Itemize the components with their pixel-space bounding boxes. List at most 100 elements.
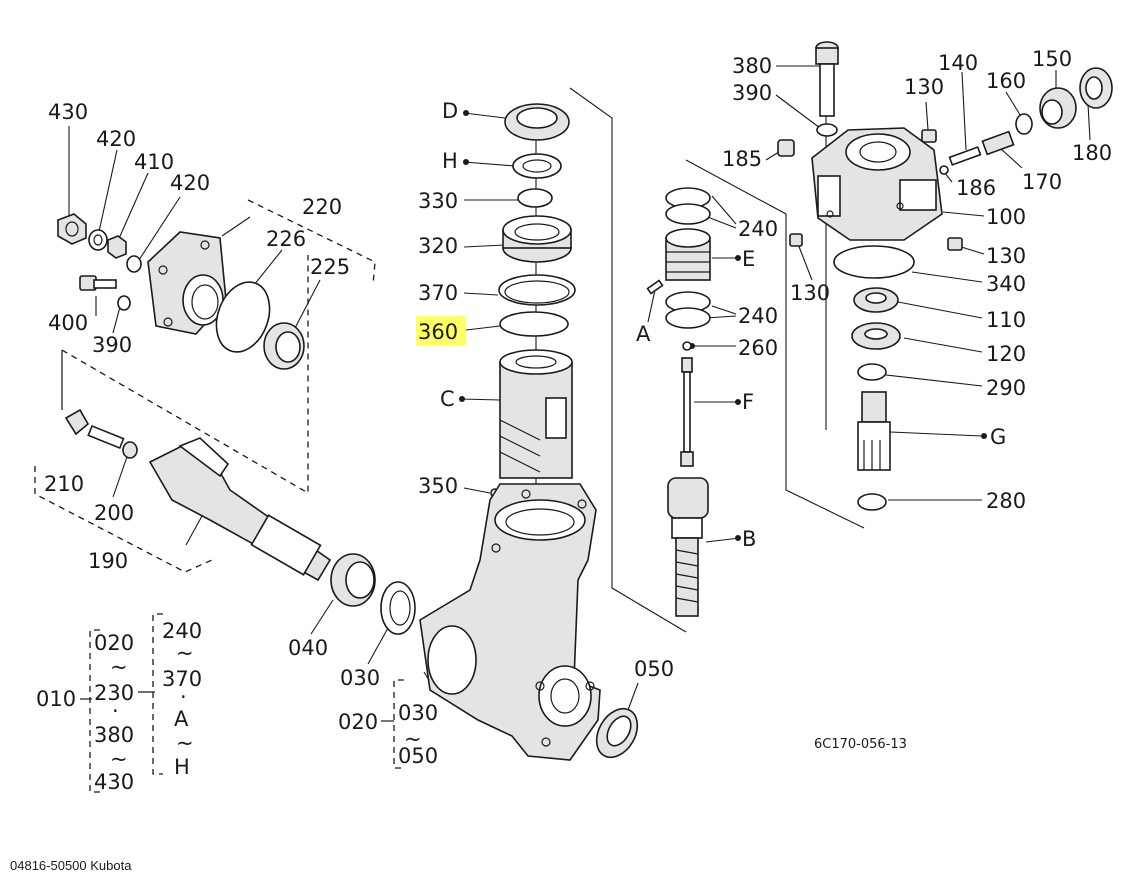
label-f: F (742, 390, 754, 414)
right-dots (981, 433, 987, 439)
bolt-200 (87, 424, 138, 459)
label-120: 120 (986, 342, 1026, 366)
label-050: 050 (398, 744, 438, 768)
label-330: 330 (418, 189, 458, 213)
piston-c (499, 349, 573, 479)
label-240: 240 (738, 304, 778, 328)
seal-050 (595, 707, 639, 759)
legend-g1-5: ~ (110, 747, 128, 771)
label-290: 290 (986, 376, 1026, 400)
washer-420a (88, 229, 108, 251)
label-a: A (636, 322, 651, 346)
sleeve-e (665, 228, 711, 281)
label-110: 110 (986, 308, 1026, 332)
label-220: 220 (302, 195, 342, 219)
legend-g1-4: 380 (94, 723, 134, 747)
label-d: D (442, 99, 458, 123)
legend-g2-4: A (174, 707, 189, 731)
o-ring-340 (833, 245, 915, 279)
plug-210 (64, 408, 90, 436)
label-040: 040 (288, 636, 328, 660)
label-360: 360 (418, 320, 458, 344)
valve-group-box (685, 159, 865, 529)
label-390: 390 (732, 81, 772, 105)
legend-g2-3: · (180, 685, 187, 709)
label-210: 210 (44, 472, 84, 496)
legend-g2-1: ~ (176, 641, 194, 665)
rings-240-bottom (665, 291, 711, 329)
o-ring-226 (215, 281, 271, 353)
drawing-code: 6C170-056-13 (814, 737, 907, 752)
label-390: 390 (92, 333, 132, 357)
cover-220 (147, 231, 227, 335)
svg-text:~: ~ (404, 727, 422, 751)
legend-g2-5: ~ (176, 731, 194, 755)
label-430: 430 (48, 100, 88, 124)
o-ring-160 (1015, 113, 1033, 135)
label-g: G (990, 425, 1006, 449)
label-130: 130 (904, 75, 944, 99)
plugs-130 (789, 233, 963, 251)
label-260: 260 (738, 336, 778, 360)
shaft-190 (148, 437, 332, 582)
legend-g1-2: 230 (94, 681, 134, 705)
washer-h (512, 153, 562, 179)
snap-ring-280 (857, 493, 887, 511)
o-ring-186 (939, 165, 949, 175)
spring-washer-390 (117, 295, 131, 311)
label-130: 130 (790, 281, 830, 305)
part-labels: 430 420 410 420 400 390 220 226 225 210 … (44, 47, 1112, 768)
pin-a (646, 279, 664, 295)
highlight-360 (416, 316, 466, 345)
label-170: 170 (1022, 170, 1062, 194)
plug-185 (777, 139, 795, 157)
legend-g2-0: 240 (162, 619, 202, 643)
label-130: 130 (986, 244, 1026, 268)
valve-housing-100 (811, 127, 943, 241)
legend-block: 010 020 ~ 230 · 380 ~ 430 240 ~ 370 · A … (36, 613, 202, 794)
label-b: B (742, 527, 756, 551)
bearing-040 (330, 553, 376, 607)
label-c: C (440, 387, 455, 411)
legend-g2-6: H (174, 755, 190, 779)
nut-180 (1079, 67, 1113, 109)
label-226: 226 (266, 227, 306, 251)
image-caption: 04816-50500 Kubota (10, 858, 132, 873)
spring-170 (981, 130, 1015, 156)
seal-030 (380, 581, 416, 635)
label-e: E (742, 247, 755, 271)
right-leaders (765, 60, 1091, 501)
label-140: 140 (938, 51, 978, 75)
snap-ring-290 (857, 363, 887, 381)
screw-b (667, 477, 709, 617)
nut-410 (107, 235, 127, 259)
label-420: 420 (170, 171, 210, 195)
ball-260 (682, 341, 692, 351)
plug-130a (921, 129, 937, 143)
legend-g1-0: 020 (94, 631, 134, 655)
washer-420b (126, 255, 142, 273)
adjuster-150 (1039, 87, 1077, 129)
label-280: 280 (986, 489, 1026, 513)
gear-case-020 (419, 483, 601, 761)
nut-430 (57, 213, 87, 245)
label-400: 400 (48, 311, 88, 335)
rings-240-top (665, 187, 711, 225)
label-420: 420 (96, 127, 136, 151)
legend-g1-6: 430 (94, 770, 134, 794)
020-bracket: ~ (381, 679, 422, 769)
legend-g1-3: · (112, 699, 119, 723)
nut-320 (502, 215, 572, 263)
center-dots (459, 110, 469, 402)
label-030: 030 (398, 701, 438, 725)
label-050: 050 (634, 657, 674, 681)
left-group-boxes (34, 199, 376, 573)
washer-390b (816, 123, 838, 137)
label-186: 186 (956, 176, 996, 200)
label-160: 160 (986, 69, 1026, 93)
rod-f (680, 357, 694, 467)
label-190: 190 (88, 549, 128, 573)
label-150: 150 (1032, 47, 1072, 71)
label-225: 225 (310, 255, 350, 279)
legend-g1-1: ~ (110, 655, 128, 679)
